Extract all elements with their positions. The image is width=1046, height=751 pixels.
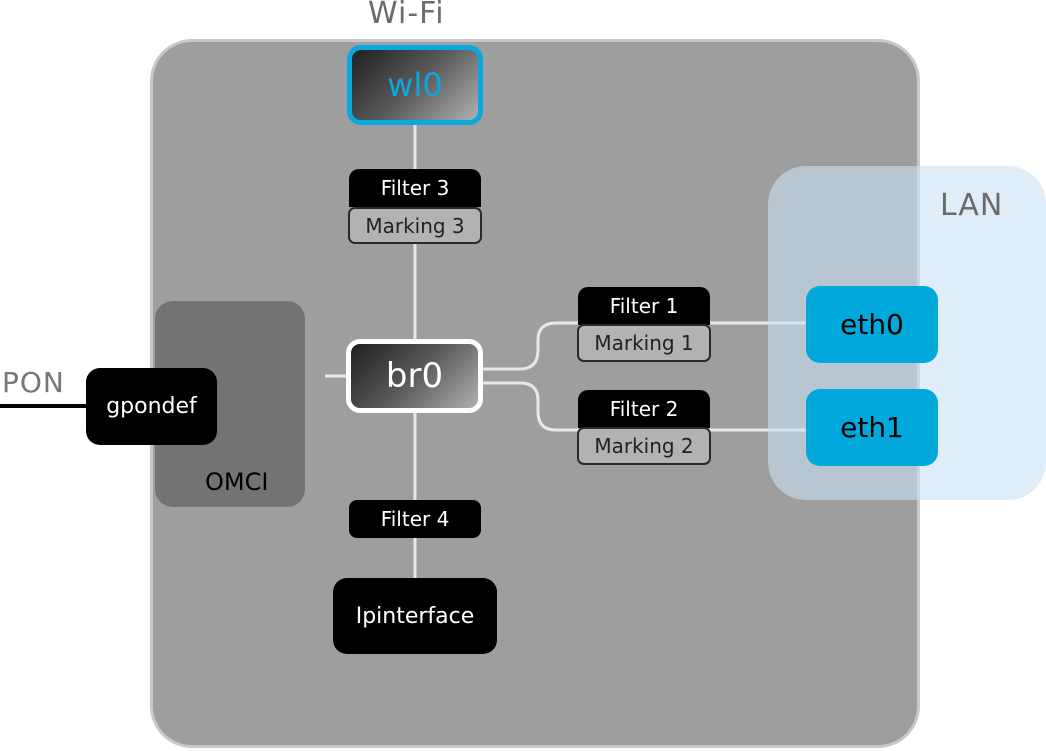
marking-1[interactable]: Marking 1 <box>577 324 711 362</box>
node-eth0-label: eth0 <box>840 308 904 341</box>
filter-2[interactable]: Filter 2 <box>578 390 710 428</box>
node-br0[interactable]: br0 <box>346 339 483 413</box>
node-eth1-label: eth1 <box>840 411 904 444</box>
wire-br0-eth1 <box>483 381 808 432</box>
omci-label: OMCI <box>205 468 269 496</box>
lan-label: LAN <box>940 188 1004 223</box>
node-eth0[interactable]: eth0 <box>806 286 938 363</box>
marking-2[interactable]: Marking 2 <box>577 427 711 465</box>
filter-4[interactable]: Filter 4 <box>349 500 481 538</box>
node-gpondef-label: gpondef <box>106 394 197 419</box>
node-ipinterface[interactable]: Ipinterface <box>333 578 497 654</box>
node-ipinterface-label: Ipinterface <box>355 603 475 629</box>
filter-1[interactable]: Filter 1 <box>578 287 710 325</box>
node-wl0[interactable]: wl0 <box>347 45 483 125</box>
node-wl0-label: wl0 <box>387 66 443 104</box>
node-br0-label: br0 <box>385 356 444 396</box>
filter-3[interactable]: Filter 3 <box>349 169 481 207</box>
node-eth1[interactable]: eth1 <box>806 389 938 466</box>
wifi-label: Wi-Fi <box>368 0 445 31</box>
wire-br0-eth0 <box>483 321 808 371</box>
pon-label: PON <box>2 366 65 399</box>
node-gpondef[interactable]: gpondef <box>86 368 217 445</box>
marking-3[interactable]: Marking 3 <box>348 207 482 244</box>
